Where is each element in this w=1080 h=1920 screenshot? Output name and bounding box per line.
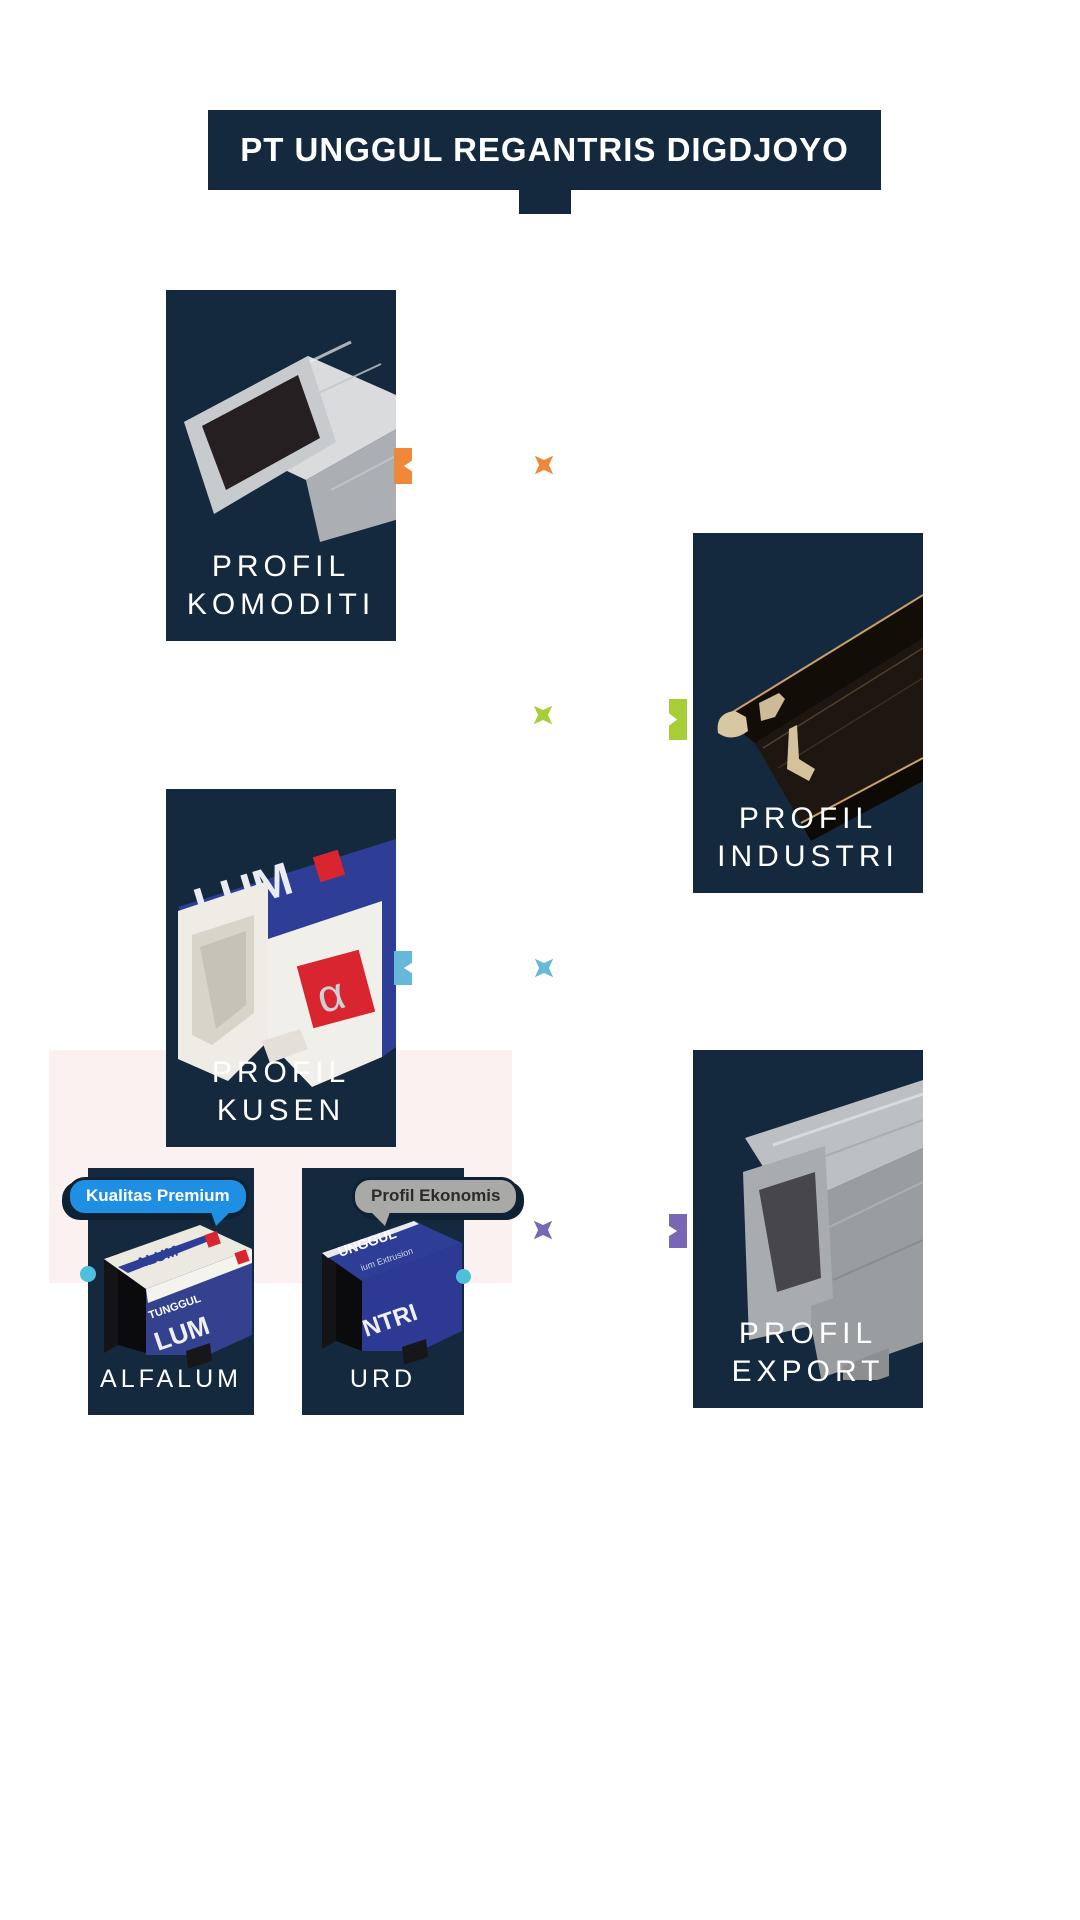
red-logo-square [204,1231,221,1248]
card-profil-komoditi: PROFIL KOMODITI [166,290,396,641]
card-label-line1: PROFIL [211,550,351,583]
card-label-line1: PROFIL [738,1317,878,1350]
card-profil-kusen: LUM α PROFIL KUSEN [166,789,396,1147]
alpha-logo-square [296,949,376,1029]
card-label: PROFIL EXPORT [693,1315,923,1390]
cyan-dot-icon [80,1266,96,1282]
card-label-line2: KUSEN [216,1093,346,1127]
blue-star-icon [534,958,554,978]
page-title: PT UNGGUL REGANTRIS DIGDJOYO [240,131,849,168]
white-frame-profile: LUM α [178,839,396,1087]
red-logo-square [312,849,346,883]
banner-tab-decoration [519,189,571,214]
card-label-line1: URD [349,1364,417,1393]
card-label-line2: EXPORT [731,1354,885,1388]
green-star-icon [533,705,553,725]
card-label-line2: KOMODITI [186,587,376,621]
silver-rail-profile [743,1080,923,1380]
purple-star-icon [533,1220,553,1240]
kusen-product-photo: LUM α [178,839,396,1087]
badge-label: Profil Ekonomis [371,1186,501,1205]
cyan-dot-icon [456,1269,471,1284]
card-label-line1: ALFALUM [100,1364,242,1393]
card-label: PROFIL KOMODITI [166,548,396,623]
bronze-extrusion-profile [717,594,923,841]
urd-product-photo: UNGGUL ium Extrusion NTRI [322,1221,462,1365]
title-banner: PT UNGGUL REGANTRIS DIGDJOYO [208,110,881,190]
badge-profil-ekonomis: Profil Ekonomis [352,1177,520,1216]
blue-tag-icon [394,951,412,985]
badge-label: Kualitas Premium [86,1186,230,1205]
green-tag-icon [669,699,687,740]
card-profil-export: PROFIL EXPORT [693,1050,923,1408]
wrapped-channel-profile: ALUM TUNGGUL LUM [104,1225,252,1368]
card-label-line1: PROFIL [211,1056,351,1089]
card-label: PROFIL INDUSTRI [693,800,923,875]
komoditi-product-photo [184,340,396,542]
card-label-line1: PROFIL [738,802,878,835]
card-label-line2: INDUSTRI [717,839,899,873]
red-logo-square-2 [234,1249,250,1265]
badge-kualitas-premium: Kualitas Premium [67,1177,249,1216]
wrapped-channel-profile: UNGGUL ium Extrusion NTRI [322,1221,462,1365]
card-label: PROFIL KUSEN [166,1054,396,1129]
export-product-photo [743,1080,923,1380]
purple-tag-icon [669,1214,687,1248]
orange-star-icon [534,455,554,475]
aluminium-box-tube [184,340,396,542]
card-profil-industri: PROFIL INDUSTRI [693,533,923,893]
orange-tag-icon [394,448,412,484]
industri-product-photo [717,594,923,841]
card-label: ALFALUM [88,1364,254,1395]
alfalum-product-photo: ALUM TUNGGUL LUM [104,1225,252,1368]
card-label: URD [302,1364,464,1395]
